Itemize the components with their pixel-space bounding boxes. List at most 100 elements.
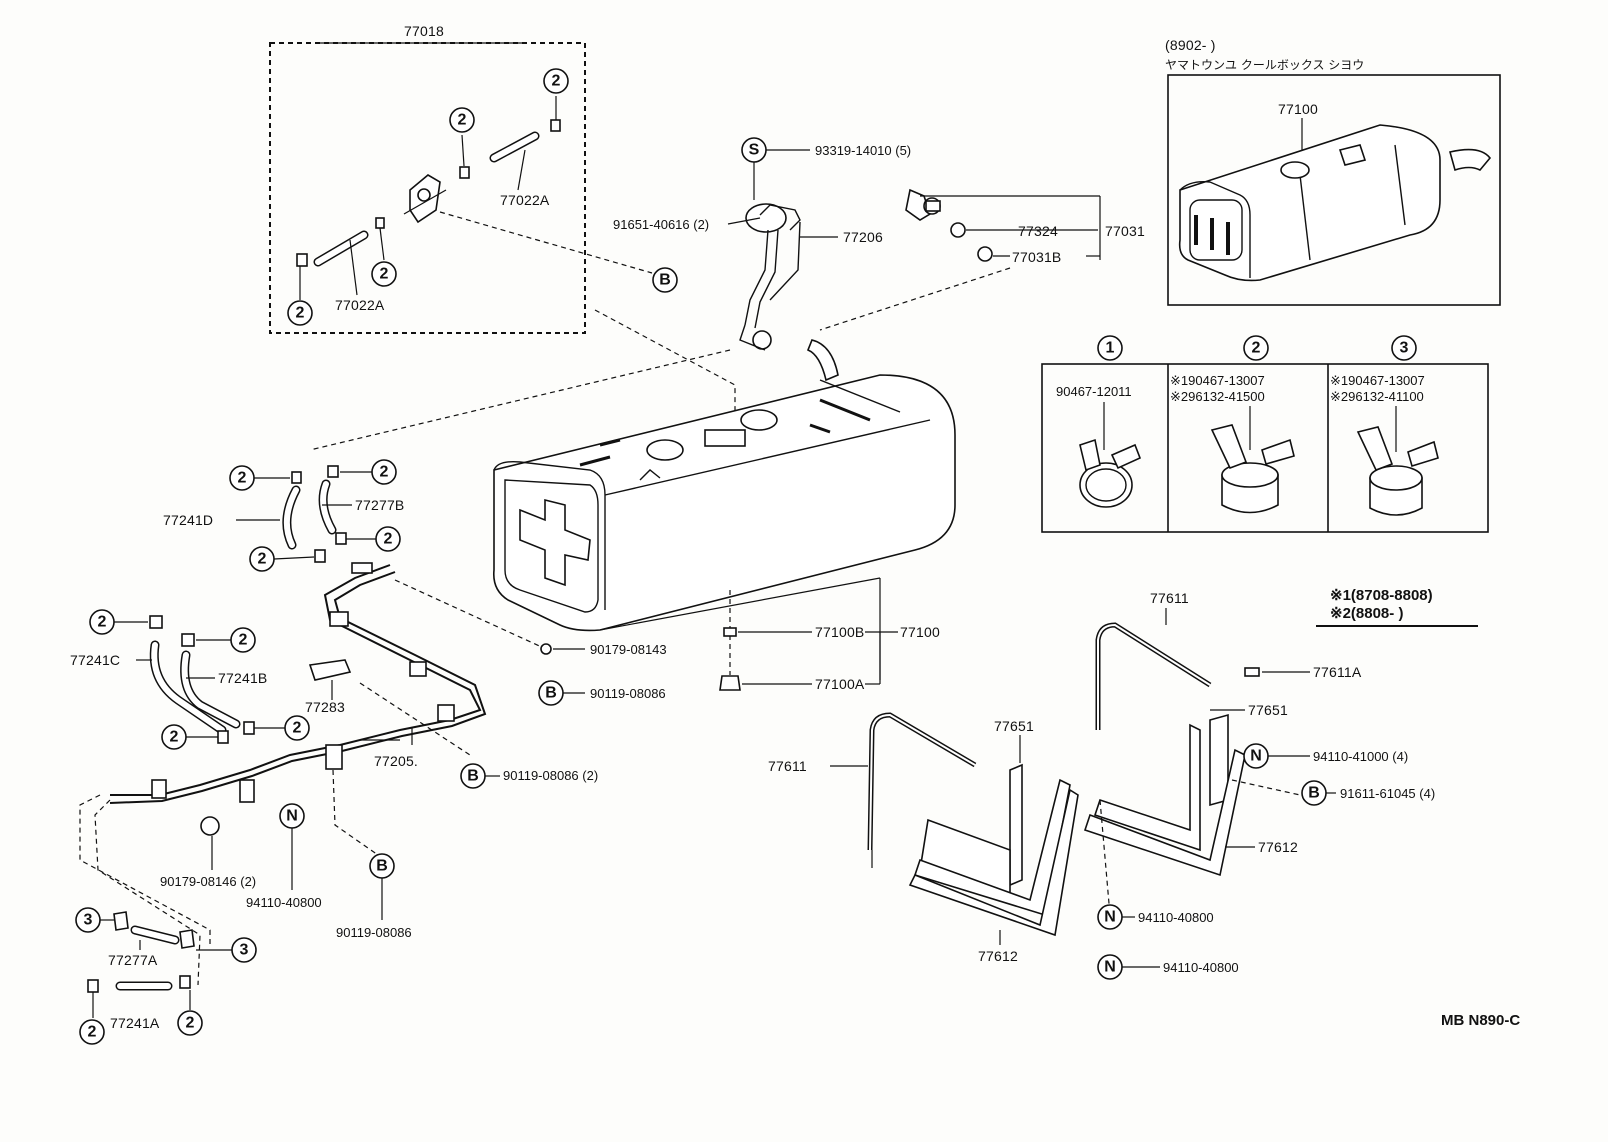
- callout-2: [543, 68, 569, 94]
- clamp-table: 1 2 3 90467-12011 ※190467-13007 ※296132-…: [1041, 335, 1489, 533]
- hoses-77241c-77241b: 2 2 77241C 77241B 2 2: [70, 609, 310, 750]
- label-90179-08146: 90179-08146 (2): [160, 874, 256, 889]
- label-77283: 77283: [305, 699, 345, 715]
- clamp-3-part-b: ※296132-41100: [1330, 389, 1424, 404]
- footnote-line1: ※1(8708-8808): [1330, 587, 1433, 604]
- svg-text:2: 2: [380, 464, 389, 481]
- label-77611-b: 77611: [1150, 590, 1189, 606]
- label-94110-40800-a: 94110-40800: [246, 895, 322, 910]
- label-77100: 77100: [900, 624, 940, 640]
- clamp-2-part-a: ※190467-13007: [1170, 373, 1265, 388]
- callout-2: [1243, 335, 1269, 361]
- fuel-line-77205: 77205. 77283 90179-08143 B 90119-08086 B…: [109, 562, 667, 940]
- variant-note-line2: ヤマトウンユ クールボックス シヨウ: [1165, 58, 1364, 72]
- tank-bands: 77611 77651 77612 77611 77611A 77651 776…: [768, 590, 1435, 980]
- vent-hoses: 2 2 77241D 77277B 2 2: [163, 459, 404, 572]
- label-77022a-upper: 77022A: [500, 192, 550, 208]
- svg-text:2: 2: [296, 305, 305, 322]
- svg-text:B: B: [1308, 785, 1320, 802]
- svg-text:2: 2: [239, 632, 248, 649]
- svg-text:B: B: [659, 272, 671, 289]
- clamp-1-part: 90467-12011: [1056, 384, 1132, 399]
- label-77031: 77031: [1105, 223, 1145, 239]
- label-90179-08143: 90179-08143: [590, 642, 667, 657]
- footnote: ※1(8708-8808) ※2(8808- ): [1316, 587, 1478, 627]
- svg-text:2: 2: [384, 531, 393, 548]
- callout-2: [287, 300, 313, 326]
- svg-text:2: 2: [380, 266, 389, 283]
- clamp-3-part-a: ※190467-13007: [1330, 373, 1425, 388]
- clamp-2-part-b: ※296132-41500: [1170, 389, 1265, 404]
- label-77241b: 77241B: [218, 670, 267, 686]
- label-77611a: 77611A: [1313, 664, 1362, 680]
- clamp-icon: [296, 253, 308, 267]
- label-77241c: 77241C: [70, 652, 120, 668]
- label-77100-alt: 77100: [1278, 101, 1318, 117]
- variant-note-line1: (8902- ): [1165, 37, 1216, 53]
- label-77241a: 77241A: [110, 1015, 160, 1031]
- variant-box: (8902- ) ヤマトウンユ クールボックス シヨウ 77100: [1165, 37, 1501, 306]
- callout-2: [449, 107, 475, 133]
- svg-text:2: 2: [186, 1015, 195, 1032]
- grommet-icon: [200, 816, 220, 836]
- label-94110-40800-c: 94110-40800: [1163, 960, 1239, 975]
- footnote-line2: ※2(8808- ): [1330, 605, 1403, 622]
- label-77022a-lower: 77022A: [335, 297, 385, 313]
- svg-text:2: 2: [258, 551, 267, 568]
- label-77031b: 77031B: [1012, 249, 1061, 265]
- fuel-cap-77031: 77324 77031 77031B: [905, 188, 1145, 265]
- label-77100b: 77100B: [815, 624, 864, 640]
- label-77100a: 77100A: [815, 676, 865, 692]
- svg-text:S: S: [749, 142, 760, 159]
- check-valve: [403, 174, 447, 224]
- label-77651-b: 77651: [1248, 702, 1288, 718]
- label-90119-08086-b: 90119-08086: [336, 925, 412, 940]
- clamp-icon: [459, 166, 470, 179]
- svg-text:2: 2: [458, 112, 467, 129]
- svg-text:B: B: [545, 685, 557, 702]
- svg-text:2: 2: [552, 73, 561, 90]
- label-77018: 77018: [404, 23, 444, 39]
- hoses-77277a-77241a: 3 3 77277A 2 2 77241A: [75, 907, 257, 1045]
- callout-b: [652, 267, 678, 293]
- clamp-1-icon: [1079, 462, 1133, 508]
- label-77241d: 77241D: [163, 512, 213, 528]
- svg-text:1: 1: [1106, 340, 1115, 357]
- catalog-tag: MB N890-C: [1441, 1012, 1520, 1029]
- label-77612-a: 77612: [978, 948, 1018, 964]
- callout-2: [371, 261, 397, 287]
- label-91651: 91651-40616 (2): [613, 217, 709, 232]
- label-90119-08086-2: 90119-08086 (2): [503, 768, 598, 783]
- svg-text:3: 3: [240, 942, 249, 959]
- svg-text:N: N: [1104, 959, 1116, 976]
- label-77612-b: 77612: [1258, 839, 1298, 855]
- label-93319: 93319-14010 (5): [815, 143, 911, 158]
- callout-1: [1097, 335, 1123, 361]
- callout-2: [79, 1019, 105, 1045]
- svg-text:2: 2: [238, 470, 247, 487]
- svg-text:N: N: [1104, 909, 1116, 926]
- svg-text:N: N: [1250, 748, 1262, 765]
- svg-text:2: 2: [98, 614, 107, 631]
- svg-text:B: B: [376, 858, 388, 875]
- group-77018: 77018 2 2 2 2 77022A 77022A: [269, 23, 586, 334]
- callout-2: [177, 1010, 203, 1036]
- label-77324: 77324: [1018, 223, 1058, 239]
- bracket-77651-a: [1009, 763, 1023, 887]
- svg-text:B: B: [467, 768, 479, 785]
- callout-3: [1391, 335, 1417, 361]
- label-77651-a: 77651: [994, 718, 1034, 734]
- svg-text:3: 3: [1400, 340, 1409, 357]
- svg-text:2: 2: [293, 720, 302, 737]
- clamp-icon: [375, 217, 385, 229]
- label-77611-a: 77611: [768, 758, 807, 774]
- svg-text:2: 2: [88, 1024, 97, 1041]
- label-91611: 91611-61045 (4): [1340, 786, 1435, 801]
- label-77205: 77205.: [374, 753, 418, 769]
- svg-text:2: 2: [170, 729, 179, 746]
- label-77277b: 77277B: [355, 497, 404, 513]
- label-77206: 77206: [843, 229, 883, 245]
- svg-text:3: 3: [84, 912, 93, 929]
- label-77277a: 77277A: [108, 952, 158, 968]
